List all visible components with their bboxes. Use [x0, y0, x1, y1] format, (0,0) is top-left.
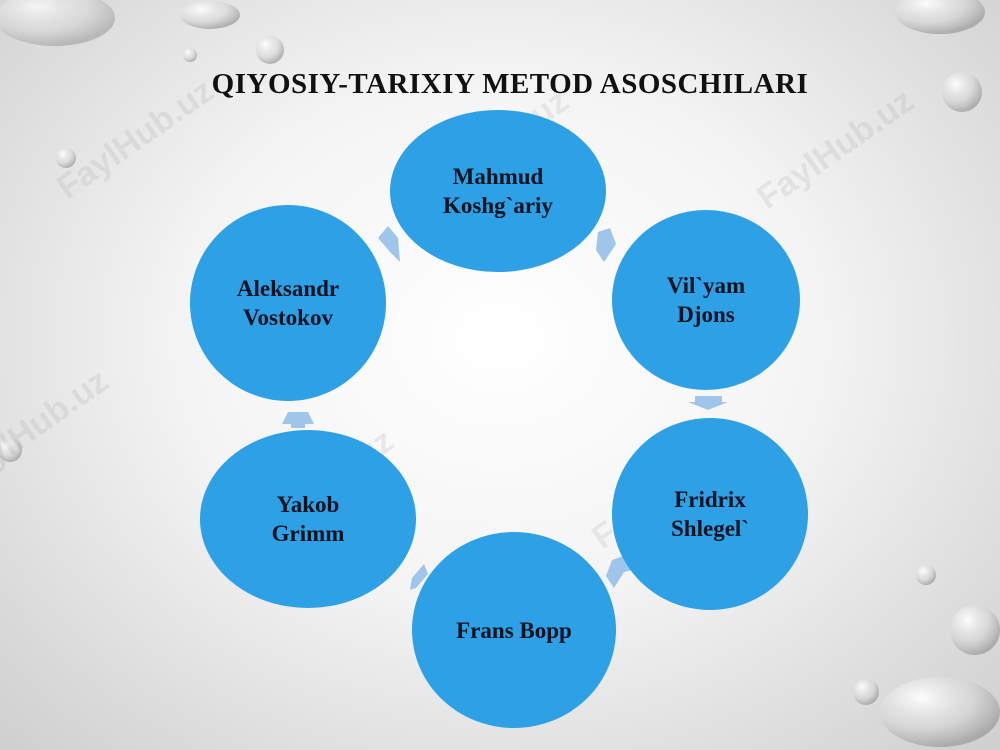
node-viljam-djons: Vil`yam Djons [612, 210, 800, 390]
node-label: Aleksandr Vostokov [236, 276, 340, 330]
arrow-icon [596, 228, 616, 262]
arrow-icon [282, 412, 314, 428]
node-yakob-grimm: Yakob Grimm [200, 430, 416, 608]
node-mahmud-koshgariy: Mahmud Koshg`ariy [390, 110, 606, 272]
arrow-icon [378, 226, 400, 262]
page-title: QIYOSIY-TARIXIY METOD ASOSCHILARI [211, 68, 809, 100]
arrow-icon [410, 564, 428, 590]
node-label: Mahmud Koshg`ariy [443, 164, 553, 218]
arrow-icon [688, 396, 728, 410]
node-label: Yakob Grimm [271, 492, 345, 546]
node-fridrix-shlegel: Fridrix Shlegel` [612, 418, 808, 610]
node-label: Frans Bopp [456, 617, 572, 643]
node-label: Vil`yam Djons [666, 273, 746, 327]
node-aleksandr-vostokov: Aleksandr Vostokov [190, 205, 386, 401]
node-label: Fridrix Shlegel` [671, 487, 749, 541]
node-frans-bopp: Frans Bopp [412, 532, 616, 728]
